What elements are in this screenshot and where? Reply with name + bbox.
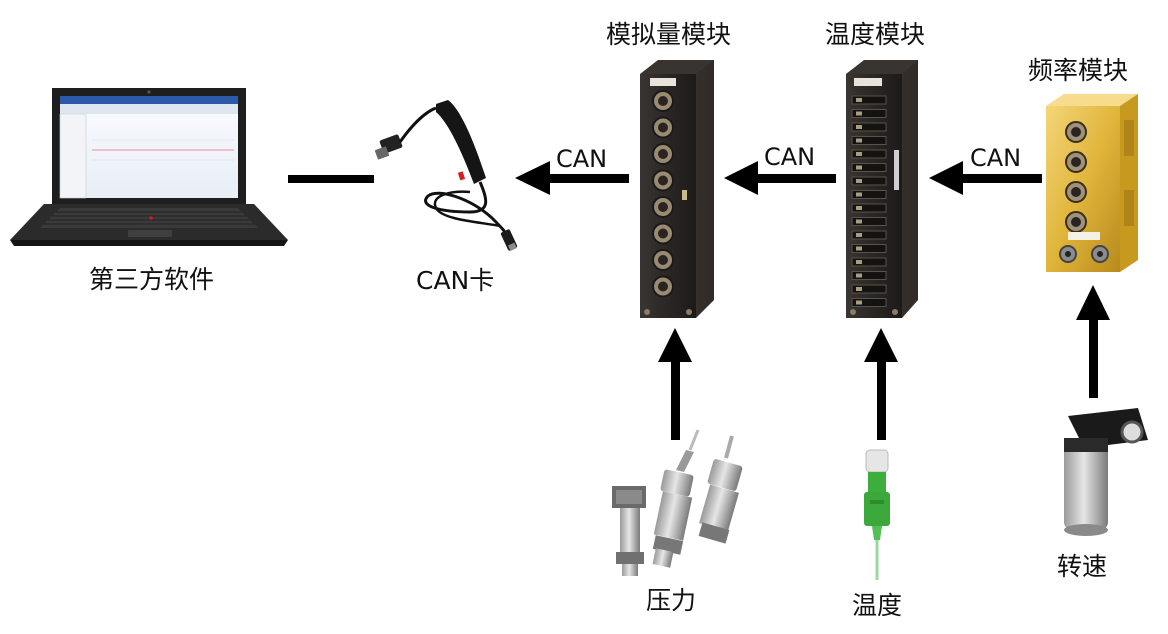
thermocouple-port (851, 95, 887, 105)
pressure-arrow (658, 328, 692, 440)
thermocouple-connector-ports (851, 95, 887, 307)
can-link-label-3: CAN (970, 144, 1022, 172)
can-link-label-2: CAN (764, 143, 816, 171)
temperature-arrow (864, 328, 898, 440)
pressure-label: 压力 (646, 586, 697, 615)
thermocouple-port (851, 163, 887, 172)
temperature-module-icon (846, 60, 918, 318)
pressure-sensor-icon (612, 429, 743, 576)
speed-sensor-icon (1064, 408, 1148, 536)
can-card-label: CAN卡 (416, 266, 495, 295)
thermocouple-port (851, 190, 887, 199)
usb-connection-line (288, 175, 374, 183)
laptop-icon (10, 88, 288, 246)
can-arrow-3 (929, 161, 1042, 195)
thermocouple-port (851, 136, 887, 145)
analog-module-icon (640, 60, 714, 318)
thermocouple-port (851, 176, 887, 186)
thermocouple-port (851, 271, 887, 280)
software-label: 第三方软件 (89, 265, 215, 294)
analog-connector-ports (652, 90, 674, 298)
temperature-module-label: 温度模块 (825, 20, 926, 49)
speed-arrow (1076, 285, 1110, 398)
can-link-label-1: CAN (556, 145, 608, 173)
can-arrow-2 (724, 161, 836, 195)
thermocouple-port (851, 203, 887, 213)
temperature-label: 温度 (852, 591, 903, 620)
thermocouple-port (851, 149, 887, 159)
thermocouple-port (851, 257, 887, 267)
thermocouple-port (851, 230, 887, 240)
speed-label: 转速 (1057, 552, 1108, 581)
thermocouple-port (851, 244, 887, 253)
frequency-connector-ports (1065, 121, 1087, 233)
frequency-module-label: 频率模块 (1028, 56, 1129, 85)
thermocouple-port (851, 217, 887, 226)
thermocouple-port (851, 122, 887, 132)
thermocouple-port (851, 298, 887, 307)
analog-module-label: 模拟量模块 (606, 20, 732, 49)
can-arrow-1 (515, 161, 629, 195)
thermocouple-port (851, 284, 887, 294)
thermocouple-icon (864, 449, 890, 580)
frequency-module-icon (1046, 94, 1138, 272)
thermocouple-port (851, 109, 887, 118)
usb-can-adapter-icon (374, 100, 518, 251)
